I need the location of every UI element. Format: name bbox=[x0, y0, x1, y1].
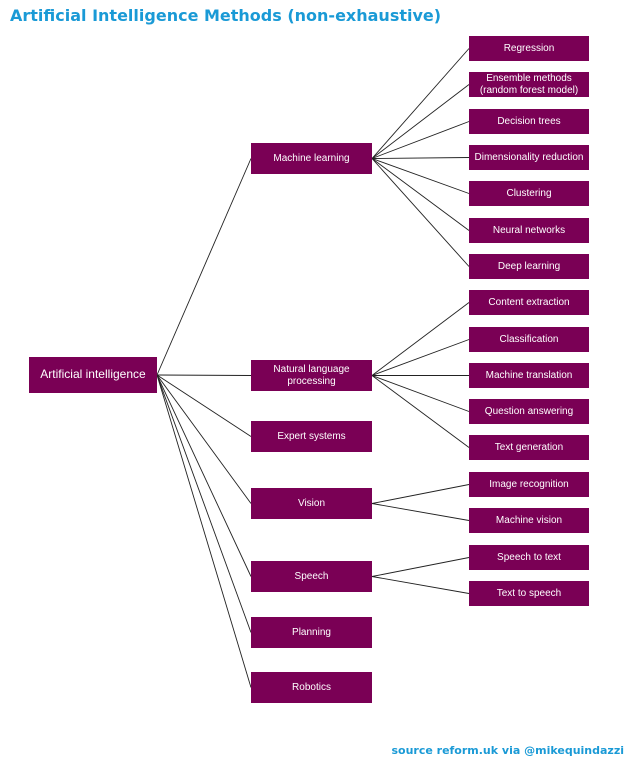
edge-speech-to-text-to-speech bbox=[371, 576, 470, 594]
node-content-extraction: Content extraction bbox=[469, 290, 589, 315]
node-classification-label: Classification bbox=[499, 333, 559, 345]
node-regression: Regression bbox=[469, 36, 589, 61]
edge-root-to-planning bbox=[156, 374, 252, 633]
node-planning: Planning bbox=[251, 617, 372, 648]
node-image-recognition: Image recognition bbox=[469, 472, 589, 497]
node-natural-language-processing: Natural language processing bbox=[251, 360, 372, 391]
edge-machine-learning-to-clustering bbox=[371, 158, 470, 194]
node-question-answering: Question answering bbox=[469, 399, 589, 424]
edge-root-to-machine-learning bbox=[156, 158, 252, 376]
node-neural-networks: Neural networks bbox=[469, 218, 589, 243]
node-text-generation-label: Text generation bbox=[494, 441, 564, 453]
edge-root-to-speech bbox=[156, 374, 252, 577]
node-root: Artificial intelligence bbox=[29, 357, 157, 393]
node-clustering: Clustering bbox=[469, 181, 589, 206]
edge-machine-learning-to-regression bbox=[371, 48, 470, 159]
edge-machine-learning-to-deep-learning bbox=[371, 158, 470, 267]
node-ensemble-methods-random-forest-model: Ensemble methods (random forest model) bbox=[469, 72, 589, 97]
node-machine-translation: Machine translation bbox=[469, 363, 589, 388]
edge-root-to-expert-systems bbox=[156, 374, 252, 437]
node-clustering-label: Clustering bbox=[506, 187, 552, 199]
node-robotics-label: Robotics bbox=[292, 681, 331, 693]
source-credit: source reform.uk via @mikequindazzi bbox=[391, 744, 624, 757]
node-speech-to-text: Speech to text bbox=[469, 545, 589, 570]
node-text-to-speech-label: Text to speech bbox=[496, 587, 562, 599]
edge-speech-to-speech-to-text bbox=[371, 557, 470, 577]
edge-machine-learning-to-decision-trees bbox=[371, 121, 470, 159]
node-machine-learning-label: Machine learning bbox=[273, 152, 350, 164]
node-question-answering-label: Question answering bbox=[484, 405, 574, 417]
edge-root-to-natural-language-processing bbox=[156, 374, 252, 376]
node-text-to-speech: Text to speech bbox=[469, 581, 589, 606]
node-expert-systems-label: Expert systems bbox=[277, 430, 346, 442]
node-text-generation: Text generation bbox=[469, 435, 589, 460]
node-machine-vision-label: Machine vision bbox=[495, 514, 563, 526]
edge-vision-to-machine-vision bbox=[371, 503, 470, 521]
node-robotics: Robotics bbox=[251, 672, 372, 703]
edge-natural-language-processing-to-text-generation bbox=[371, 375, 470, 448]
node-vision: Vision bbox=[251, 488, 372, 519]
node-root-label: Artificial intelligence bbox=[40, 367, 146, 382]
node-regression-label: Regression bbox=[503, 42, 555, 54]
node-planning-label: Planning bbox=[292, 626, 331, 638]
node-natural-language-processing-label: Natural language processing bbox=[273, 364, 350, 387]
node-speech-to-text-label: Speech to text bbox=[497, 551, 561, 563]
edge-natural-language-processing-to-content-extraction bbox=[371, 302, 470, 376]
edge-natural-language-processing-to-question-answering bbox=[371, 375, 470, 412]
edge-root-to-vision bbox=[156, 374, 252, 504]
node-dimensionality-reduction: Dimensionality reduction bbox=[469, 145, 589, 170]
edge-machine-learning-to-neural-networks bbox=[371, 158, 470, 231]
node-content-extraction-label: Content extraction bbox=[488, 296, 570, 308]
node-speech: Speech bbox=[251, 561, 372, 592]
node-machine-vision: Machine vision bbox=[469, 508, 589, 533]
node-neural-networks-label: Neural networks bbox=[492, 224, 566, 236]
node-vision-label: Vision bbox=[297, 497, 326, 509]
edge-machine-learning-to-dimensionality-reduction bbox=[371, 157, 470, 159]
node-speech-label: Speech bbox=[294, 570, 329, 582]
edge-natural-language-processing-to-classification bbox=[371, 339, 470, 376]
diagram-title: Artificial Intelligence Methods (non-exh… bbox=[10, 6, 442, 25]
node-deep-learning: Deep learning bbox=[469, 254, 589, 279]
node-deep-learning-label: Deep learning bbox=[497, 260, 561, 272]
edge-root-to-robotics bbox=[156, 374, 252, 688]
node-machine-learning: Machine learning bbox=[251, 143, 372, 174]
edge-machine-learning-to-ensemble-methods-random-forest-model bbox=[371, 84, 470, 159]
node-classification: Classification bbox=[469, 327, 589, 352]
node-machine-translation-label: Machine translation bbox=[485, 369, 573, 381]
edge-vision-to-image-recognition bbox=[371, 484, 470, 504]
node-decision-trees: Decision trees bbox=[469, 109, 589, 134]
node-ensemble-methods-random-forest-model-label: Ensemble methods (random forest model) bbox=[479, 73, 579, 96]
node-expert-systems: Expert systems bbox=[251, 421, 372, 452]
node-decision-trees-label: Decision trees bbox=[497, 115, 561, 127]
node-dimensionality-reduction-label: Dimensionality reduction bbox=[474, 151, 584, 163]
node-image-recognition-label: Image recognition bbox=[489, 478, 569, 490]
